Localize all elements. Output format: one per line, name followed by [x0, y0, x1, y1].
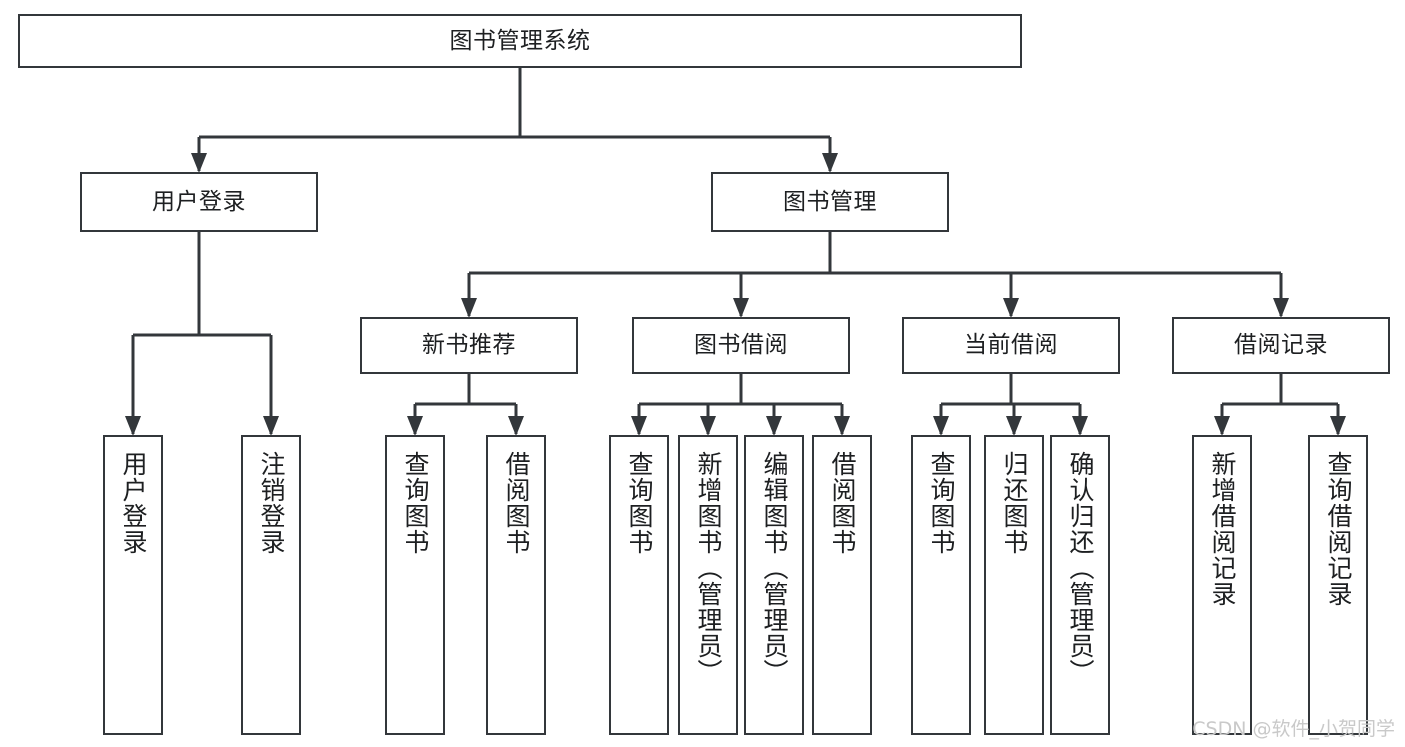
connector-arrowhead — [1072, 416, 1088, 436]
connector-arrowhead — [1006, 416, 1022, 436]
node-leaf-query-record[interactable]: 查询借阅记录 — [1308, 435, 1368, 735]
node-label: 用户登录 — [119, 451, 148, 555]
connector-arrowhead — [834, 416, 850, 436]
node-leaf-add-record[interactable]: 新增借阅记录 — [1192, 435, 1252, 735]
node-leaf-user-login[interactable]: 用户登录 — [103, 435, 163, 735]
node-new-book-rec[interactable]: 新书推荐 — [360, 317, 578, 374]
node-label: 查询借阅记录 — [1324, 451, 1353, 607]
node-label: 新增借阅记录 — [1208, 451, 1237, 607]
node-label: 新增图书（管理员） — [694, 451, 723, 685]
connector-arrowhead — [191, 153, 207, 173]
node-label: 确认归还（管理员） — [1066, 451, 1095, 685]
connector-arrowhead — [1330, 416, 1346, 436]
connector-arrowhead — [1273, 298, 1289, 318]
node-book-manage[interactable]: 图书管理 — [711, 172, 949, 232]
connector-arrowhead — [1003, 298, 1019, 318]
connector-arrowhead — [933, 416, 949, 436]
node-label: 借阅图书 — [828, 451, 857, 555]
connector-arrowhead — [733, 298, 749, 318]
node-leaf-add-book[interactable]: 新增图书（管理员） — [678, 435, 738, 735]
node-label: 查询图书 — [625, 451, 654, 555]
connector-arrowhead — [822, 153, 838, 173]
node-borrow-record[interactable]: 借阅记录 — [1172, 317, 1390, 374]
node-label: 查询图书 — [927, 451, 956, 555]
node-label: 用户登录 — [152, 188, 246, 215]
connector-arrowhead — [631, 416, 647, 436]
connector-arrowhead — [263, 416, 279, 436]
connector-arrowhead — [125, 416, 141, 436]
watermark-label: CSDN @软件_小贺同学 — [1192, 718, 1395, 740]
connector-arrowhead — [766, 416, 782, 436]
node-label: 编辑图书（管理员） — [760, 451, 789, 685]
connector-arrowhead — [1214, 416, 1230, 436]
node-label: 借阅记录 — [1234, 332, 1328, 359]
node-current-borrow[interactable]: 当前借阅 — [902, 317, 1120, 374]
node-leaf-borrow-book-1[interactable]: 借阅图书 — [486, 435, 546, 735]
node-leaf-edit-book[interactable]: 编辑图书（管理员） — [744, 435, 804, 735]
connector-arrowhead — [700, 416, 716, 436]
node-label: 当前借阅 — [964, 332, 1058, 359]
node-label: 注销登录 — [257, 451, 286, 555]
node-leaf-query-book-1[interactable]: 查询图书 — [385, 435, 445, 735]
node-leaf-logout[interactable]: 注销登录 — [241, 435, 301, 735]
node-leaf-return-book[interactable]: 归还图书 — [984, 435, 1044, 735]
node-leaf-confirm-return[interactable]: 确认归还（管理员） — [1050, 435, 1110, 735]
node-leaf-query-book-2[interactable]: 查询图书 — [609, 435, 669, 735]
node-root[interactable]: 图书管理系统 — [18, 14, 1022, 68]
node-book-borrow[interactable]: 图书借阅 — [632, 317, 850, 374]
node-label: 查询图书 — [401, 451, 430, 555]
node-user-login[interactable]: 用户登录 — [80, 172, 318, 232]
connector-arrowhead — [461, 298, 477, 318]
connector-arrowhead — [508, 416, 524, 436]
node-leaf-query-book-3[interactable]: 查询图书 — [911, 435, 971, 735]
node-label: 归还图书 — [1000, 451, 1029, 555]
node-label: 新书推荐 — [422, 332, 516, 359]
node-label: 图书管理 — [783, 188, 877, 215]
connector-arrowhead — [407, 416, 423, 436]
node-label: 图书借阅 — [694, 332, 788, 359]
node-label: 图书管理系统 — [449, 27, 591, 54]
node-leaf-borrow-book-2[interactable]: 借阅图书 — [812, 435, 872, 735]
node-label: 借阅图书 — [502, 451, 531, 555]
